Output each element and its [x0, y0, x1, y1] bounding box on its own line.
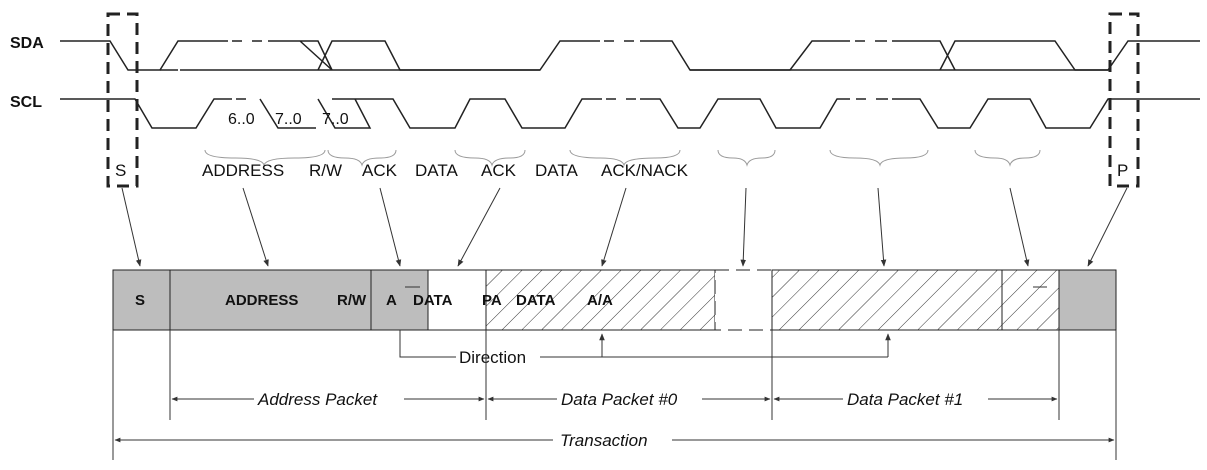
frame-cell-p — [1058, 269, 1117, 331]
scl-label: SCL — [10, 94, 42, 111]
scl-waveform — [60, 98, 1200, 129]
frame-text-data: DATA — [413, 292, 453, 309]
frame-cell-data — [427, 269, 487, 331]
field-label-ack: ACK — [362, 161, 398, 180]
field-label-ack-nack: ACK/NACK — [601, 161, 689, 180]
stop-condition-box — [1108, 12, 1140, 188]
field-label-data-2: DATA — [535, 161, 578, 180]
field-label-data: DATA — [415, 161, 458, 180]
mapping-arrows — [121, 187, 1128, 267]
field-label-address: ADDRESS — [202, 161, 284, 180]
direction-indicator — [399, 330, 891, 358]
span-label-data-packet-1: Data Packet #1 — [847, 390, 963, 409]
frame-text-s: S — [135, 292, 145, 309]
sda-waveform — [60, 40, 1200, 71]
span-extension-lines — [112, 330, 1117, 460]
frame-text-address: ADDRESS — [225, 292, 298, 309]
span-label-address-packet: Address Packet — [257, 390, 378, 409]
sda-label: SDA — [10, 35, 44, 52]
start-condition-box — [106, 12, 139, 188]
frame-text-rw: R/W — [337, 292, 367, 309]
frame-text-a: A — [386, 292, 397, 309]
bit-label-address: 6..0 — [228, 111, 255, 128]
frame-text-pa: PA — [482, 292, 502, 309]
frame-text-aa: A/A — [587, 292, 613, 309]
span-label-transaction: Transaction — [560, 431, 648, 450]
field-label-p: P — [1117, 161, 1128, 180]
field-label-ack-2: ACK — [481, 161, 517, 180]
frame-text-data-2: DATA — [516, 292, 556, 309]
field-braces — [204, 149, 1041, 167]
frame-cell-data1-hatched — [771, 269, 1003, 331]
bit-label-data1: 7..0 — [322, 111, 349, 128]
field-label-rw: R/W — [309, 161, 342, 180]
frame-cell-ack1-hatched — [1001, 269, 1060, 331]
direction-label: Direction — [459, 348, 526, 367]
bit-label-data0: 7..0 — [275, 111, 302, 128]
span-label-data-packet-0: Data Packet #0 — [561, 390, 678, 409]
span-dimension-lines — [114, 396, 1115, 443]
packet-frame — [112, 269, 1117, 331]
field-label-s: S — [115, 161, 126, 180]
frame-cell-data0-hatched — [485, 269, 716, 331]
frame-cell-ack0-dashed — [714, 269, 773, 331]
